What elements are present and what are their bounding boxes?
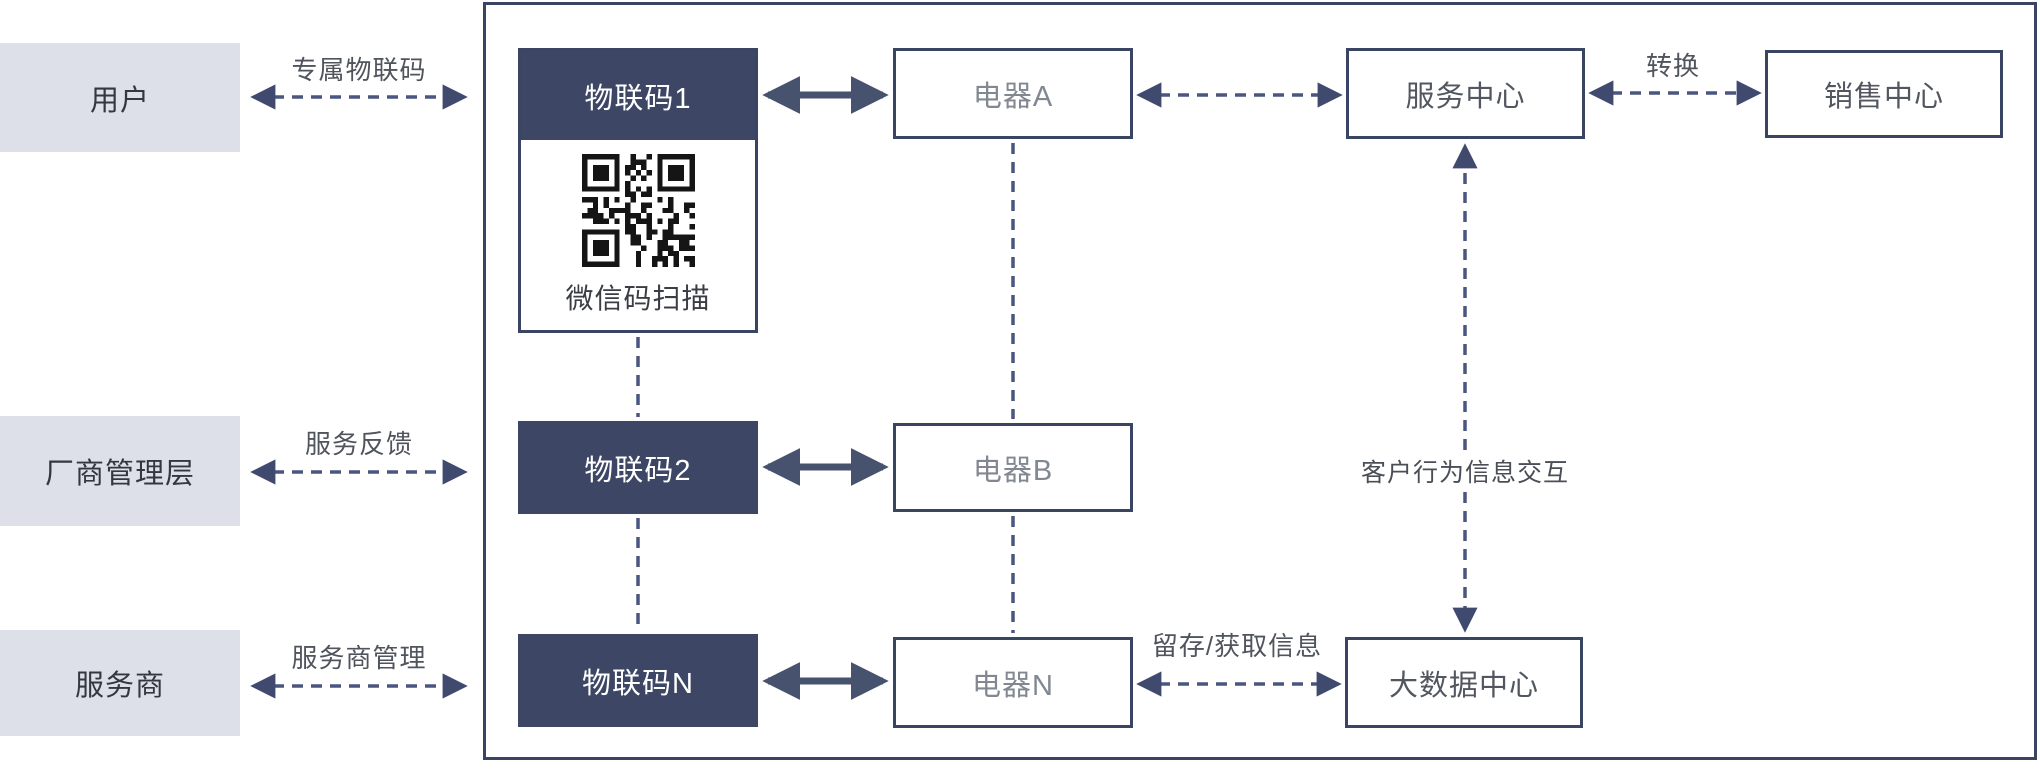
qr-caption: 微信码扫描 <box>565 282 711 314</box>
iot-code-2-box: 物联码2 <box>518 421 758 514</box>
appliance-n-box: 电器N <box>893 637 1133 728</box>
iot-platform-container <box>483 2 2037 760</box>
appliance-a-box: 电器A <box>893 48 1133 139</box>
service-center-box: 服务中心 <box>1346 48 1585 139</box>
sales-center-box: 销售中心 <box>1765 50 2003 138</box>
actor-user-box: 用户 <box>0 43 240 152</box>
edge-label-customer-behavior: 客户行为信息交互 <box>1360 459 1569 487</box>
link-label-service-feedback: 服务反馈 <box>304 429 413 459</box>
link-label-exclusive-iot-code: 专属物联码 <box>291 55 427 85</box>
actor-manufacturer-box: 厂商管理层 <box>0 416 240 526</box>
iot-code-1-qr-panel: 微信码扫描 <box>521 140 755 330</box>
link-label-provider-management: 服务商管理 <box>291 643 427 673</box>
bigdata-center-box: 大数据中心 <box>1345 637 1583 728</box>
qr-code <box>581 153 695 267</box>
edge-label-retain-info: 留存/获取信息 <box>1151 631 1323 661</box>
appliance-b-box: 电器B <box>893 423 1133 512</box>
iot-code-1-card: 物联码1 微信码扫描 <box>518 48 758 333</box>
actor-provider-box: 服务商 <box>0 630 240 736</box>
edge-label-convert: 转换 <box>1645 51 1700 81</box>
iot-code-1-title: 物联码1 <box>521 51 755 140</box>
iot-code-n-box: 物联码N <box>518 634 758 727</box>
